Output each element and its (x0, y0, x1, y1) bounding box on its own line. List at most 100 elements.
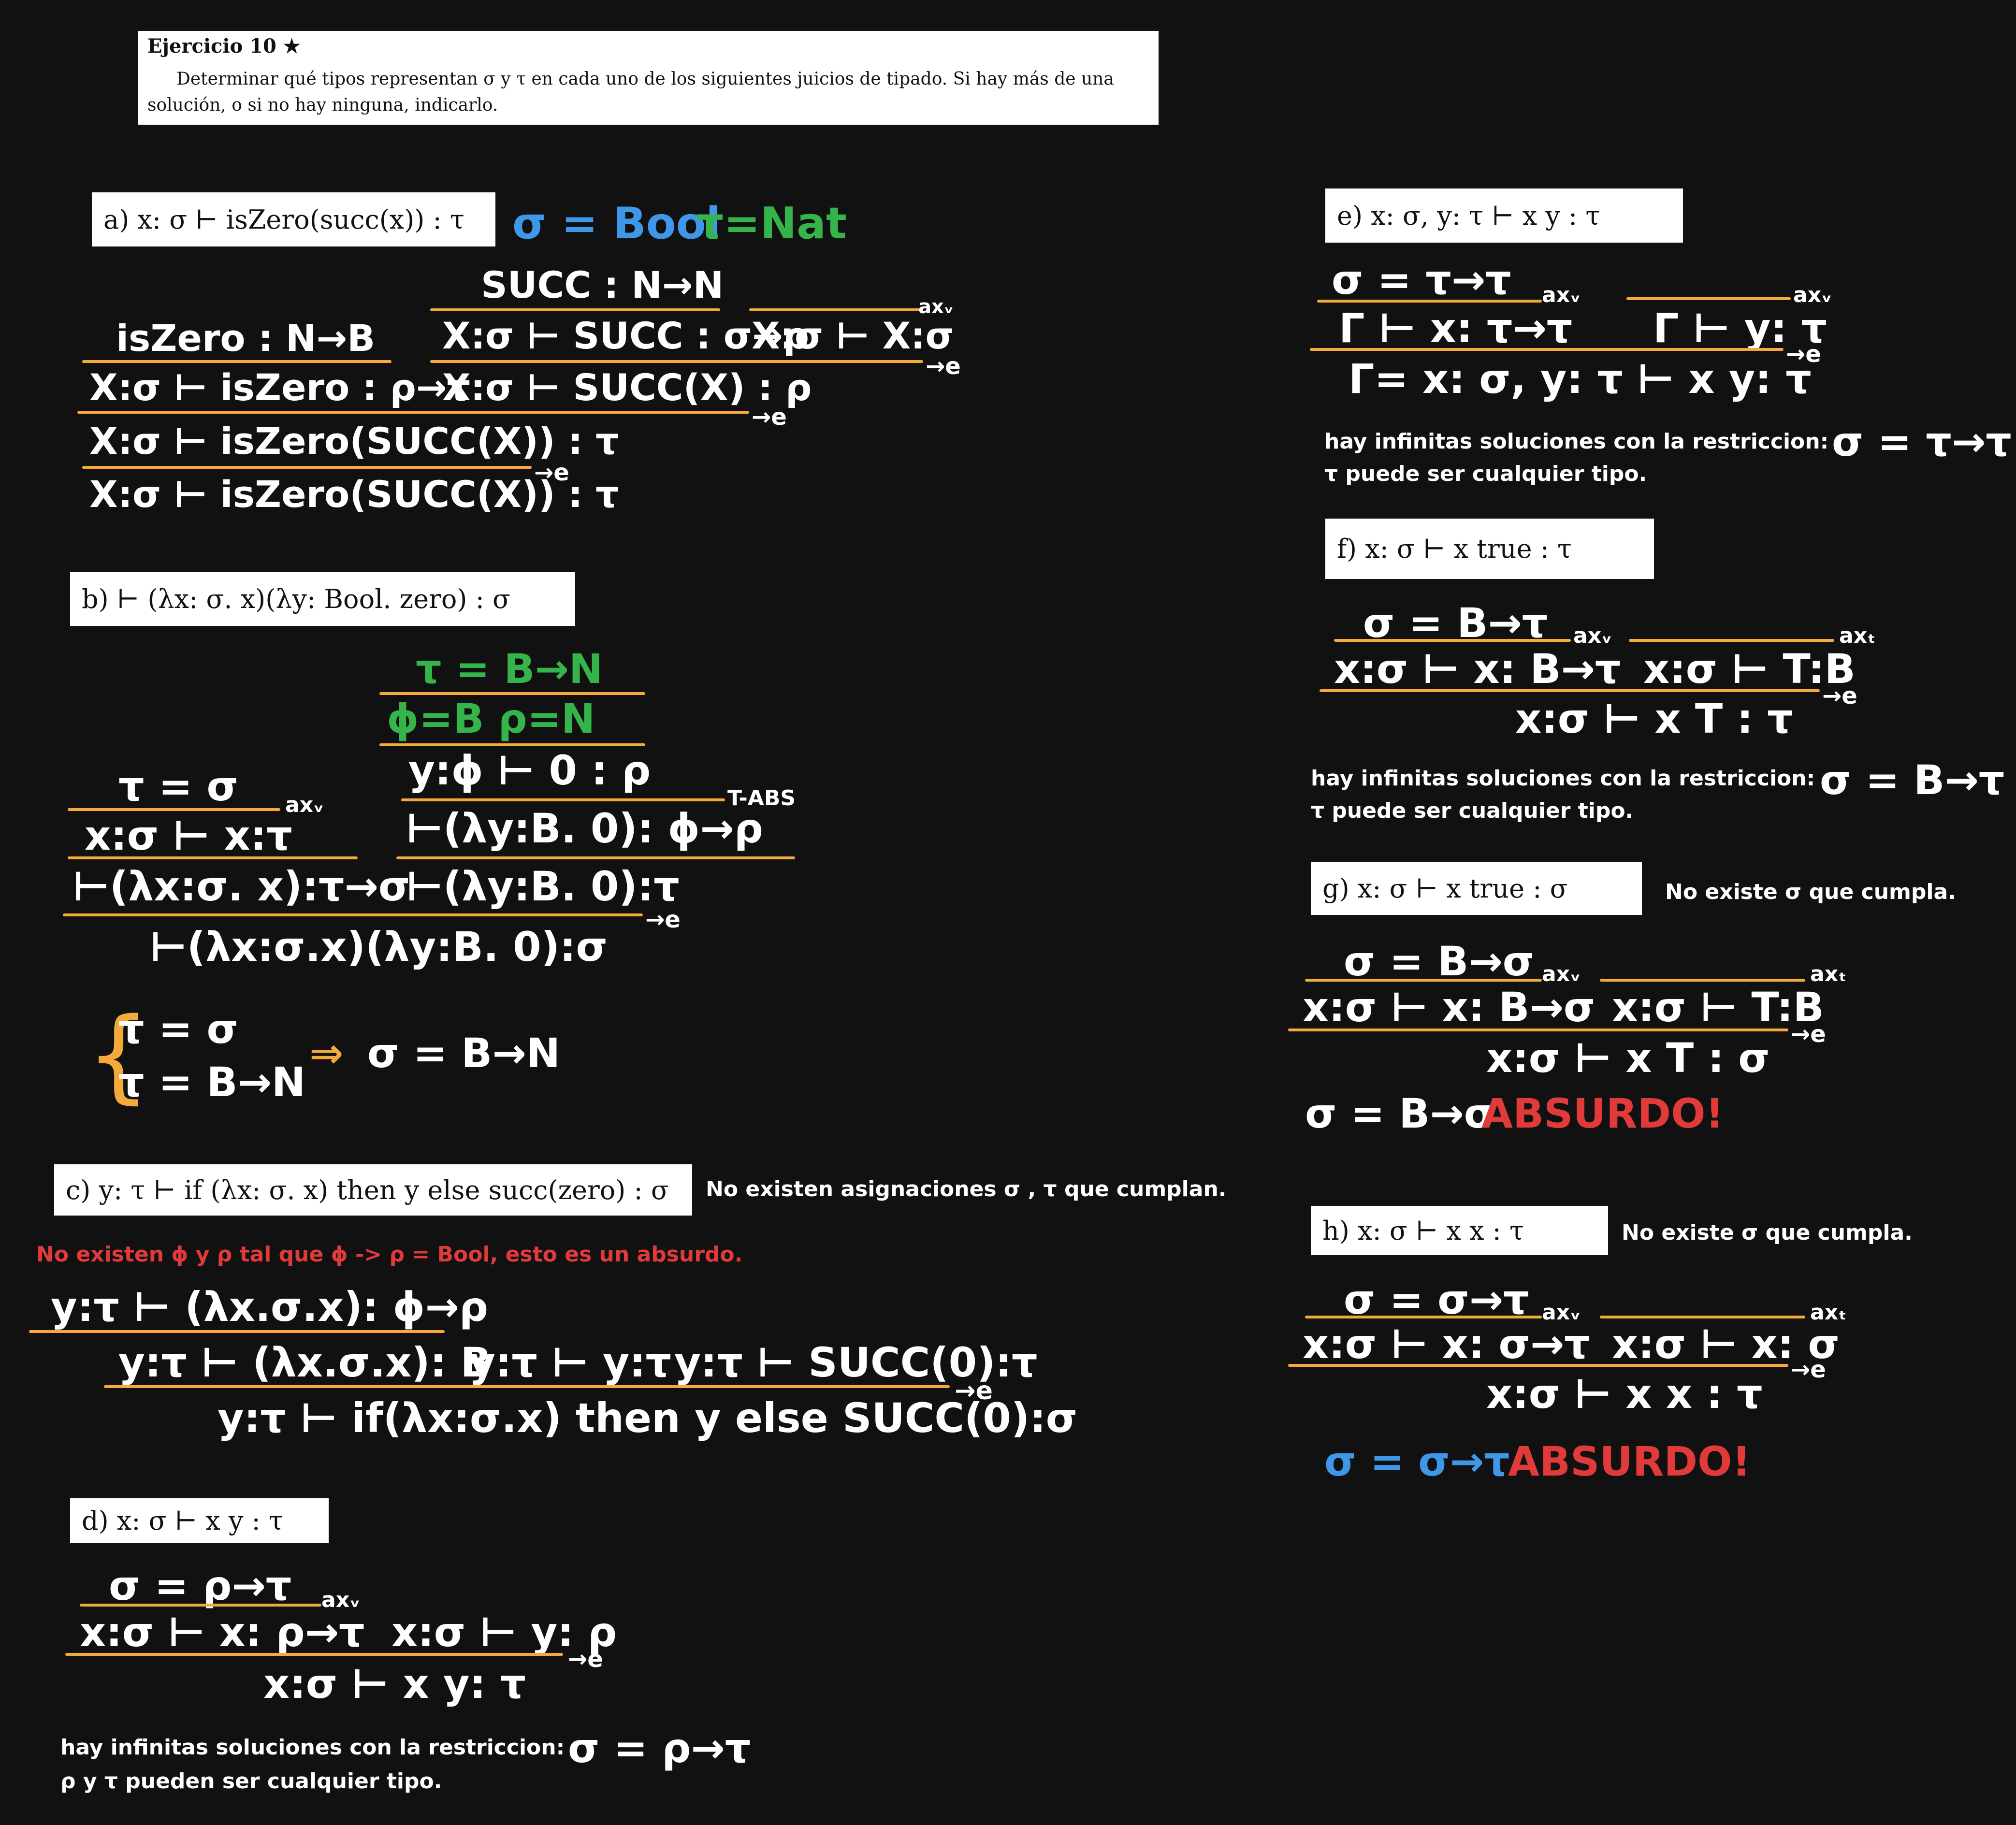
item-f-note-formula: σ = B→τ (1820, 756, 2005, 804)
item-b-row: τ = B→N (416, 645, 603, 693)
rule-label: axᵥ (321, 1588, 361, 1612)
inference-line (379, 743, 645, 746)
item-e-row: σ = τ→τ (1332, 256, 1511, 304)
rule-label: →e (534, 459, 569, 486)
item-d-row: x:σ ⊢ x: ρ→τ (80, 1608, 365, 1656)
item-a-row: X:σ ⊢ isZero(SUCC(X)) : τ (89, 420, 619, 463)
rule-label: axᵥ (1793, 283, 1832, 307)
inference-line (1600, 1316, 1805, 1318)
item-a-row: X:σ ⊢ X:σ (752, 314, 954, 357)
inference-line (68, 808, 280, 811)
item-a-label: a) x: σ ⊢ isZero(succ(x)) : τ (92, 192, 495, 246)
item-e-note: hay infinitas soluciones con la restricc… (1324, 429, 1829, 454)
item-a-row: X:σ ⊢ isZero : ρ→τ (89, 366, 471, 409)
rule-label: →e (1822, 682, 1857, 710)
item-c-row: y:τ ⊢ (λx.σ.x): ϕ→ρ (51, 1283, 489, 1331)
item-a-row: isZero : N→B (116, 317, 376, 360)
inference-line (1320, 689, 1820, 692)
inference-line (65, 1653, 563, 1656)
item-g-row: σ = B→σ (1344, 938, 1535, 985)
item-b-system-row: τ = B→N (118, 1058, 306, 1106)
exercise-description: Determinar qué tipos representan σ y τ e… (147, 69, 1114, 115)
rule-label: axᵥ (285, 793, 324, 817)
item-c-row: y:τ ⊢ SUCC(0):τ (674, 1339, 1038, 1386)
item-d-row: σ = ρ→τ (109, 1562, 292, 1609)
item-a-row: X:σ ⊢ isZero(SUCC(X)) : τ (89, 473, 619, 516)
item-h-row: σ = σ→τ (1344, 1276, 1529, 1323)
item-e-row: Γ ⊢ x: τ→τ (1339, 304, 1573, 352)
inference-line (1334, 639, 1571, 642)
item-g-side-note: No existe σ que cumpla. (1665, 880, 1956, 904)
item-b-row: ⊢(λx:σ.x)(λy:B. 0):σ (150, 923, 608, 970)
inference-line (1626, 297, 1791, 300)
inference-line (1317, 300, 1542, 303)
inference-line (29, 1330, 445, 1333)
item-b-row: ϕ=B ρ=N (387, 695, 595, 742)
item-h-row: x:σ ⊢ x: σ (1612, 1320, 1840, 1368)
item-d-row: x:σ ⊢ y: ρ (392, 1608, 617, 1656)
inference-line (63, 913, 643, 916)
inference-line (430, 360, 923, 363)
item-h-row: x:σ ⊢ x: σ→τ (1303, 1320, 1590, 1368)
item-b-conclusion: σ = B→N (367, 1029, 560, 1077)
item-b-row: x:σ ⊢ x:τ (85, 812, 292, 859)
item-f-row: x:σ ⊢ x: B→τ (1334, 645, 1621, 693)
inference-line (68, 856, 358, 859)
item-b-row: ⊢(λy:B. 0):τ (406, 863, 680, 910)
item-e-label: e) x: σ, y: τ ⊢ x y : τ (1325, 188, 1683, 243)
rule-label: axₜ (1839, 623, 1876, 648)
rule-label: axᵥ (1573, 623, 1612, 648)
inference-line (1305, 1316, 1542, 1318)
inference-line (82, 466, 532, 469)
inference-line (396, 856, 795, 859)
item-f-label: f) x: σ ⊢ x true : τ (1325, 519, 1654, 579)
inference-line (1288, 1364, 1788, 1367)
item-e-note-formula: σ = τ→τ (1832, 418, 2012, 465)
item-b-row: ⊢(λx:σ. x):τ→σ (73, 863, 410, 910)
item-b-row: τ = σ (118, 763, 238, 810)
rule-label: axᵥ (1542, 283, 1581, 307)
item-f-note: τ puede ser cualquier tipo. (1311, 798, 1634, 823)
rule-label: →e (645, 906, 681, 933)
rule-label: axᵥ (1542, 962, 1581, 986)
item-c-row: y:τ ⊢ y:τ (469, 1339, 672, 1386)
exercise-header: Ejercicio 10 ★ Determinar qué tipos repr… (138, 31, 1159, 125)
inference-line (1288, 1028, 1788, 1031)
item-c-row: y:τ ⊢ if(λx:σ.x) then y else SUCC(0):σ (218, 1394, 1078, 1442)
item-c-label: c) y: τ ⊢ if (λx: σ. x) then y else succ… (54, 1164, 692, 1216)
inference-line (430, 308, 720, 311)
inference-line (379, 692, 645, 695)
item-f-note: hay infinitas soluciones con la restricc… (1311, 766, 1815, 791)
item-e-note: τ puede ser cualquier tipo. (1324, 462, 1647, 486)
inference-line (1310, 348, 1784, 351)
item-g-row: x:σ ⊢ T:B (1612, 984, 1824, 1031)
item-c-row: y:τ ⊢ (λx.σ.x): B (118, 1339, 492, 1386)
item-a-sigma-answer: σ = Bool (512, 198, 721, 249)
item-d-note: ρ y τ pueden ser cualquier tipo. (60, 1769, 442, 1794)
item-e-row: Γ= x: σ, y: τ ⊢ x y: τ (1349, 355, 1812, 403)
item-f-row: x:σ ⊢ x T : τ (1515, 695, 1793, 742)
rule-label: axₜ (1810, 1300, 1847, 1325)
item-b-row: ⊢(λy:B. 0): ϕ→ρ (406, 805, 763, 852)
rule-label: T-ABS (727, 786, 796, 811)
brace: { (86, 996, 151, 1114)
inference-line (80, 1604, 321, 1607)
rule-label: →e (1791, 1021, 1826, 1048)
rule-label: axᵥ (918, 296, 954, 318)
item-h-result: σ = σ→τ (1324, 1438, 1510, 1485)
item-f-row: σ = B→τ (1363, 599, 1548, 647)
item-d-row: x:σ ⊢ x y: τ (263, 1660, 526, 1708)
inference-line (77, 411, 749, 414)
item-a-row: SUCC : N→N (481, 263, 724, 306)
rule-label: →e (926, 353, 961, 380)
item-g-row: x:σ ⊢ x T : σ (1486, 1034, 1770, 1082)
inference-line (401, 798, 725, 801)
inference-line (749, 308, 923, 311)
inference-line (104, 1385, 950, 1388)
item-g-result: σ = B→σ (1305, 1090, 1496, 1137)
rule-label: axᵥ (1542, 1300, 1581, 1325)
inference-line (1629, 639, 1834, 642)
item-g-row: x:σ ⊢ x: B→σ (1303, 984, 1595, 1031)
item-h-side-note: No existe σ que cumpla. (1622, 1220, 1913, 1245)
item-b-system-row: τ = σ (118, 1005, 238, 1053)
